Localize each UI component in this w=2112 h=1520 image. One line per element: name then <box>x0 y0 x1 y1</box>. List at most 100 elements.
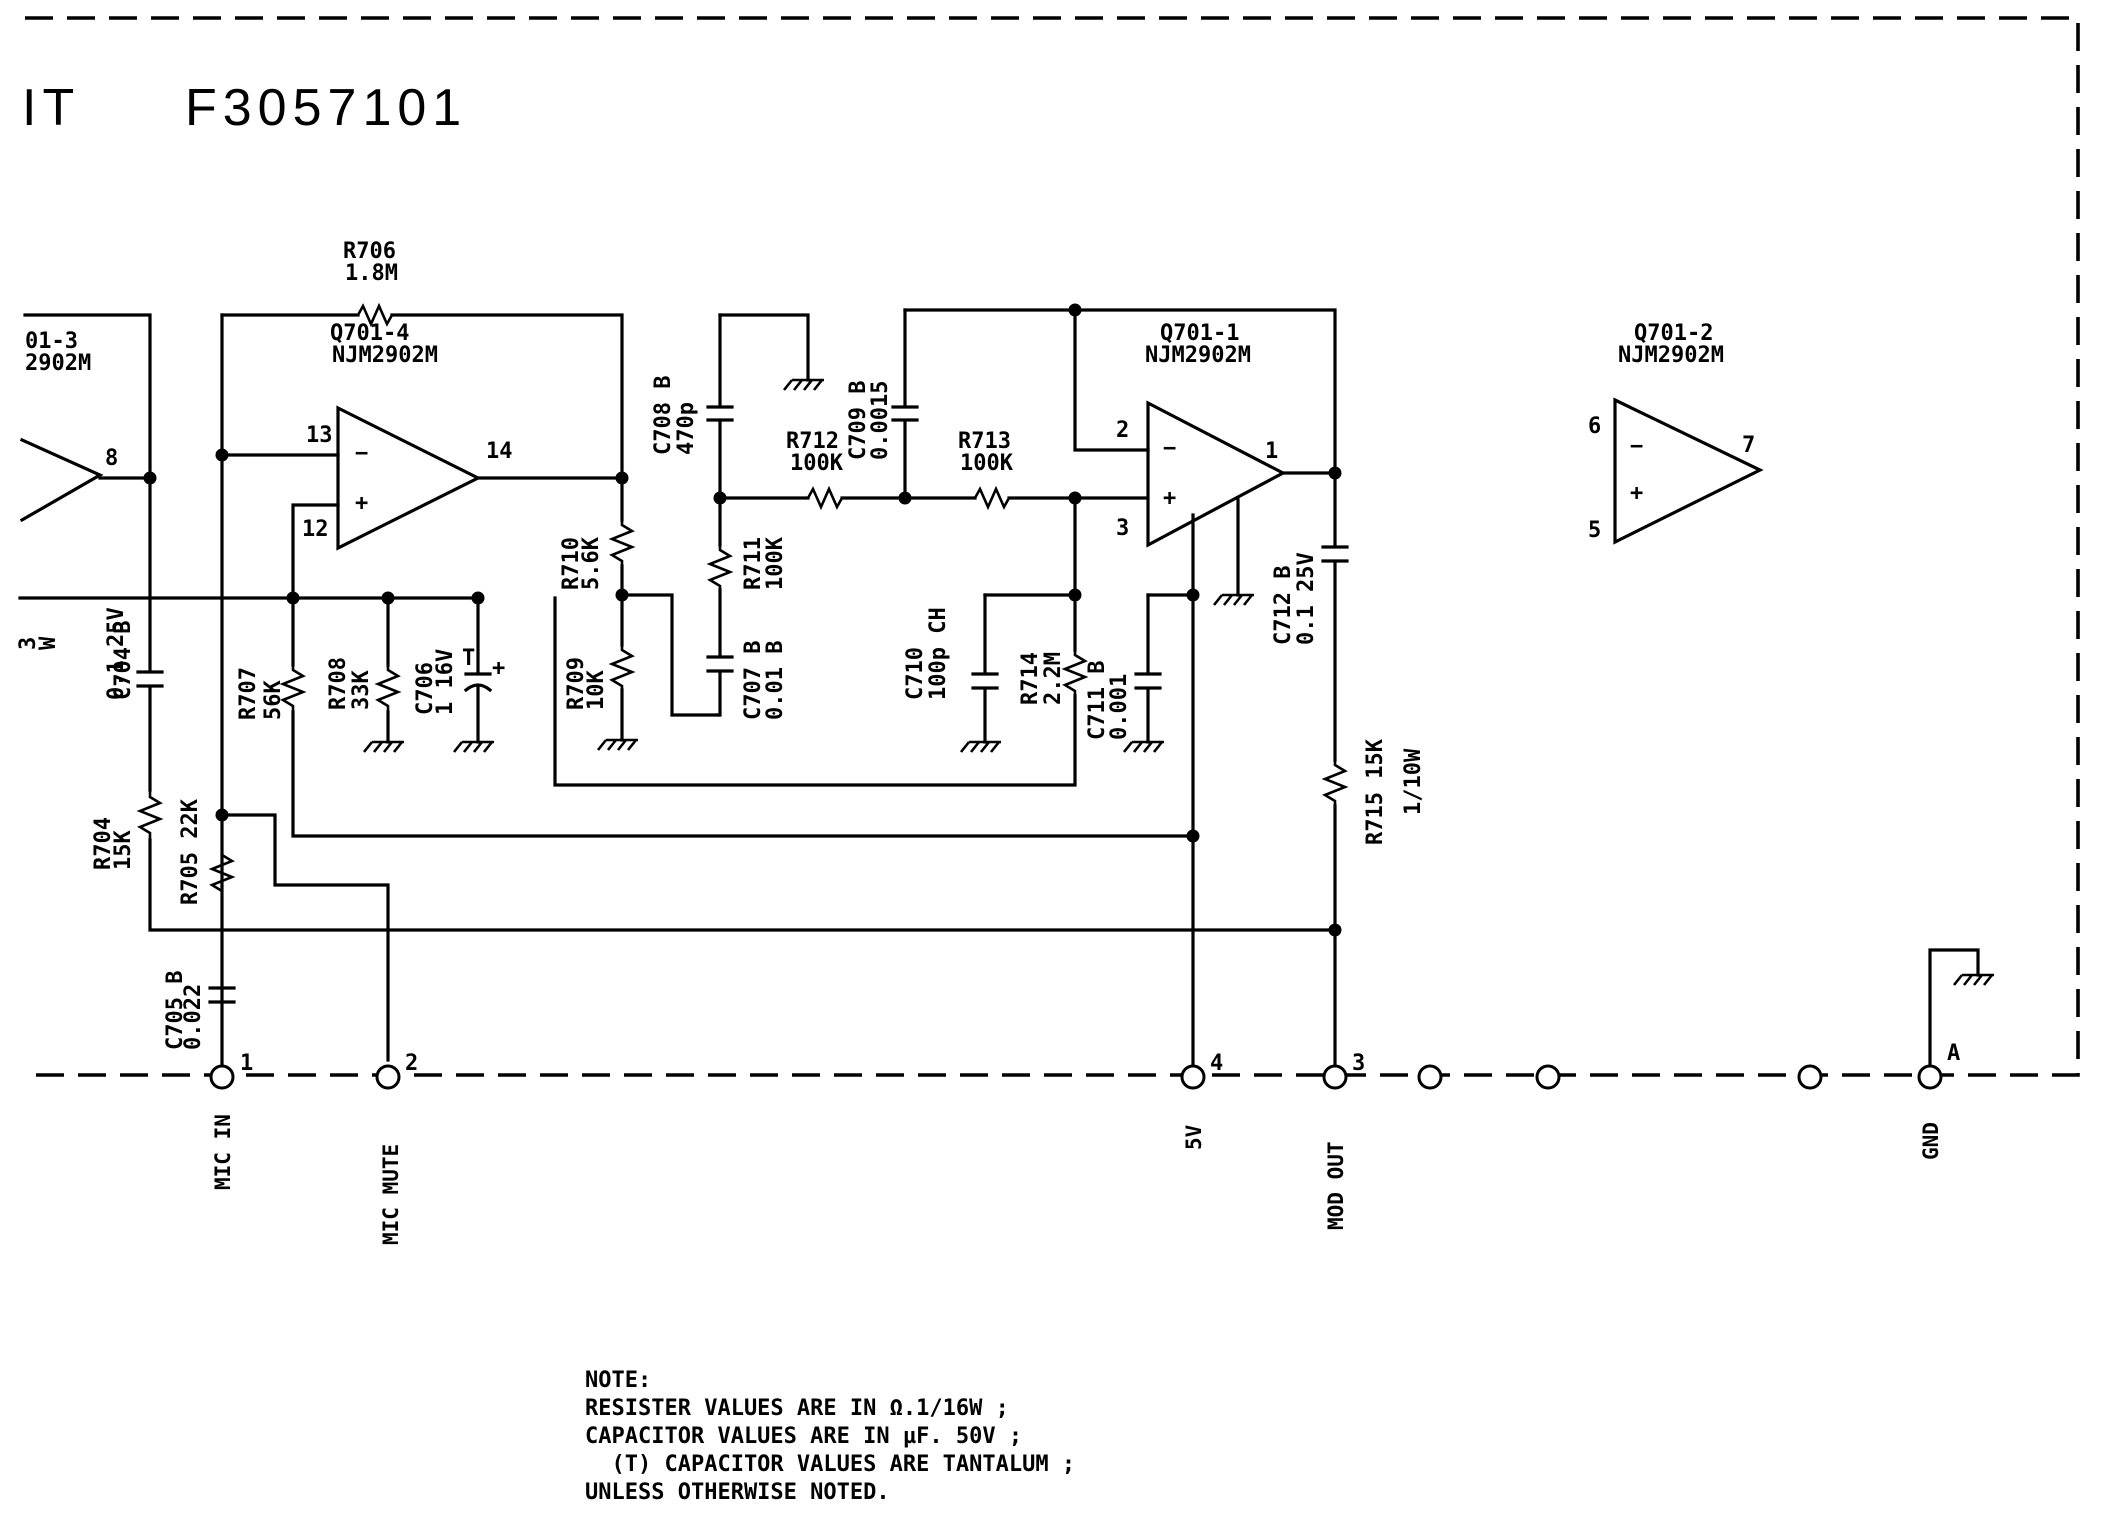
board-code: F3057101 <box>185 79 467 137</box>
svg-text:+: + <box>1163 486 1176 511</box>
svg-text:14: 14 <box>486 439 513 464</box>
svg-text:RESISTER VALUES ARE IN Ω.1/16: RESISTER VALUES ARE IN Ω.1/16W ; <box>585 1396 1009 1421</box>
title-left: IT <box>22 79 80 137</box>
opamp-q701-1: − + 2 3 1 Q701-1 NJM2902M <box>1116 321 1287 548</box>
svg-text:0.01 B: 0.01 B <box>763 641 788 720</box>
svg-text:0.1 25V: 0.1 25V <box>1294 552 1319 645</box>
svg-text:3: 3 <box>16 637 41 650</box>
svg-text:MIC MUTE: MIC MUTE <box>379 1144 403 1245</box>
svg-text:3: 3 <box>1116 516 1129 541</box>
note-block: NOTE: RESISTER VALUES ARE IN Ω.1/16W ; C… <box>585 1368 1075 1505</box>
svg-text:56K: 56K <box>261 680 286 720</box>
c711-label: C711 B <box>1085 661 1110 740</box>
svg-text:0.1 25V: 0.1 25V <box>104 607 129 700</box>
svg-text:100K: 100K <box>790 451 844 476</box>
terminal-mic-mute[interactable]: 2 MIC MUTE <box>375 1051 418 1245</box>
svg-text:2902M: 2902M <box>25 351 91 376</box>
svg-text:CAPACITOR VALUES ARE IN µF. 50: CAPACITOR VALUES ARE IN µF. 50V ; <box>585 1424 1022 1449</box>
svg-text:5.6K: 5.6K <box>579 536 604 590</box>
svg-text:NJM2902M: NJM2902M <box>1145 343 1251 368</box>
svg-text:4: 4 <box>1210 1051 1223 1076</box>
c712-label: C712 B <box>1271 566 1296 645</box>
svg-text:10K: 10K <box>584 670 609 710</box>
r712-label: R712 <box>786 429 839 454</box>
r707-label: R707 <box>236 667 261 720</box>
svg-text:UNLESS OTHERWISE NOTED.: UNLESS OTHERWISE NOTED. <box>585 1480 890 1505</box>
svg-text:MOD OUT: MOD OUT <box>1324 1141 1348 1230</box>
svg-text:NOTE:: NOTE: <box>585 1368 651 1393</box>
svg-text:100p CH: 100p CH <box>926 607 951 700</box>
r715-label: R715 15K <box>1363 738 1388 845</box>
svg-text:1: 1 <box>1265 439 1278 464</box>
svg-text:6: 6 <box>1588 414 1601 439</box>
svg-text:33K: 33K <box>349 670 374 710</box>
svg-text:0.0015: 0.0015 <box>868 381 893 460</box>
svg-text:−: − <box>355 441 368 466</box>
svg-text:Q701-1: Q701-1 <box>1160 321 1239 346</box>
svg-text:5V: 5V <box>1182 1124 1206 1150</box>
svg-text:470p: 470p <box>674 402 699 455</box>
r713-label: R713 <box>958 429 1011 454</box>
svg-text:−: − <box>1163 436 1176 461</box>
c708-label: C708 B <box>651 376 676 455</box>
svg-text:GND: GND <box>1919 1122 1943 1160</box>
r704-label: R704 <box>91 817 116 870</box>
r708-label: R708 <box>326 657 351 710</box>
r706-label: R706 <box>343 239 396 264</box>
svg-text:100K: 100K <box>763 536 788 590</box>
svg-text:2.2M: 2.2M <box>1041 652 1066 705</box>
opamp-q701-4: − + 13 12 14 Q701-4 NJM2902M <box>302 321 513 551</box>
svg-text:MIC IN: MIC IN <box>211 1114 235 1190</box>
terminal-unused-1 <box>1417 1064 1443 1090</box>
svg-text:1/10W: 1/10W <box>1401 748 1426 815</box>
svg-text:1 16V: 1 16V <box>433 649 458 715</box>
svg-text:1.8M: 1.8M <box>345 261 398 286</box>
svg-text:3: 3 <box>1352 1051 1365 1076</box>
opamp-q701-3: 01-3 2902M 8 <box>19 329 118 523</box>
terminal-mod-out[interactable]: 3 MOD OUT <box>1322 1051 1365 1230</box>
svg-text:A: A <box>1947 1041 1960 1066</box>
svg-text:15K: 15K <box>111 830 136 870</box>
svg-text:NJM2902M: NJM2902M <box>1618 343 1724 368</box>
c706-label: C706 <box>413 662 438 715</box>
svg-text:−: − <box>1630 434 1643 459</box>
c704-label: C704 B <box>111 621 136 700</box>
svg-text:Q701-2: Q701-2 <box>1634 321 1713 346</box>
opamp-q701-2: − + 6 5 7 Q701-2 NJM2902M <box>1588 321 1764 545</box>
terminal-5v[interactable]: 4 5V <box>1180 1051 1223 1150</box>
svg-text:+: + <box>355 491 368 516</box>
r705-label: R705 22K <box>178 798 203 905</box>
c705-label: C705 B <box>163 971 188 1050</box>
svg-text:13: 13 <box>306 423 333 448</box>
r709-label: R709 <box>564 657 589 710</box>
svg-text:0.001: 0.001 <box>1107 674 1132 740</box>
svg-text:0.022: 0.022 <box>181 984 206 1050</box>
svg-text:NJM2902M: NJM2902M <box>332 343 438 368</box>
terminal-gnd[interactable]: A GND <box>1917 1041 1960 1160</box>
terminal-unused-2 <box>1535 1064 1561 1090</box>
c710-label: C710 <box>903 647 928 700</box>
c707-label: C707 B <box>741 641 766 720</box>
r711-label: R711 <box>741 537 766 590</box>
board-outline <box>25 16 2080 1077</box>
svg-text:T: T <box>462 646 475 671</box>
c709-label: C709 B <box>846 381 871 460</box>
terminal-mic-in[interactable]: 1 MIC IN <box>209 1051 253 1190</box>
svg-text:W: W <box>36 636 61 650</box>
svg-text:5: 5 <box>1588 518 1601 543</box>
svg-text:7: 7 <box>1742 433 1755 458</box>
svg-text:+: + <box>1630 481 1643 506</box>
r714-label: R714 <box>1018 652 1043 705</box>
terminal-unused-3 <box>1797 1064 1823 1090</box>
svg-text:Q701-4: Q701-4 <box>330 321 409 346</box>
svg-text:1: 1 <box>240 1051 253 1076</box>
svg-text:01-3: 01-3 <box>25 329 78 354</box>
svg-text:100K: 100K <box>960 451 1014 476</box>
r710-label: R710 <box>559 537 584 590</box>
svg-text:12: 12 <box>302 517 329 542</box>
svg-text:(T) CAPACITOR VALUES ARE TANTA: (T) CAPACITOR VALUES ARE TANTALUM ; <box>585 1452 1075 1477</box>
svg-text:8: 8 <box>105 446 118 471</box>
svg-text:2: 2 <box>405 1051 418 1076</box>
svg-text:+: + <box>492 656 505 681</box>
